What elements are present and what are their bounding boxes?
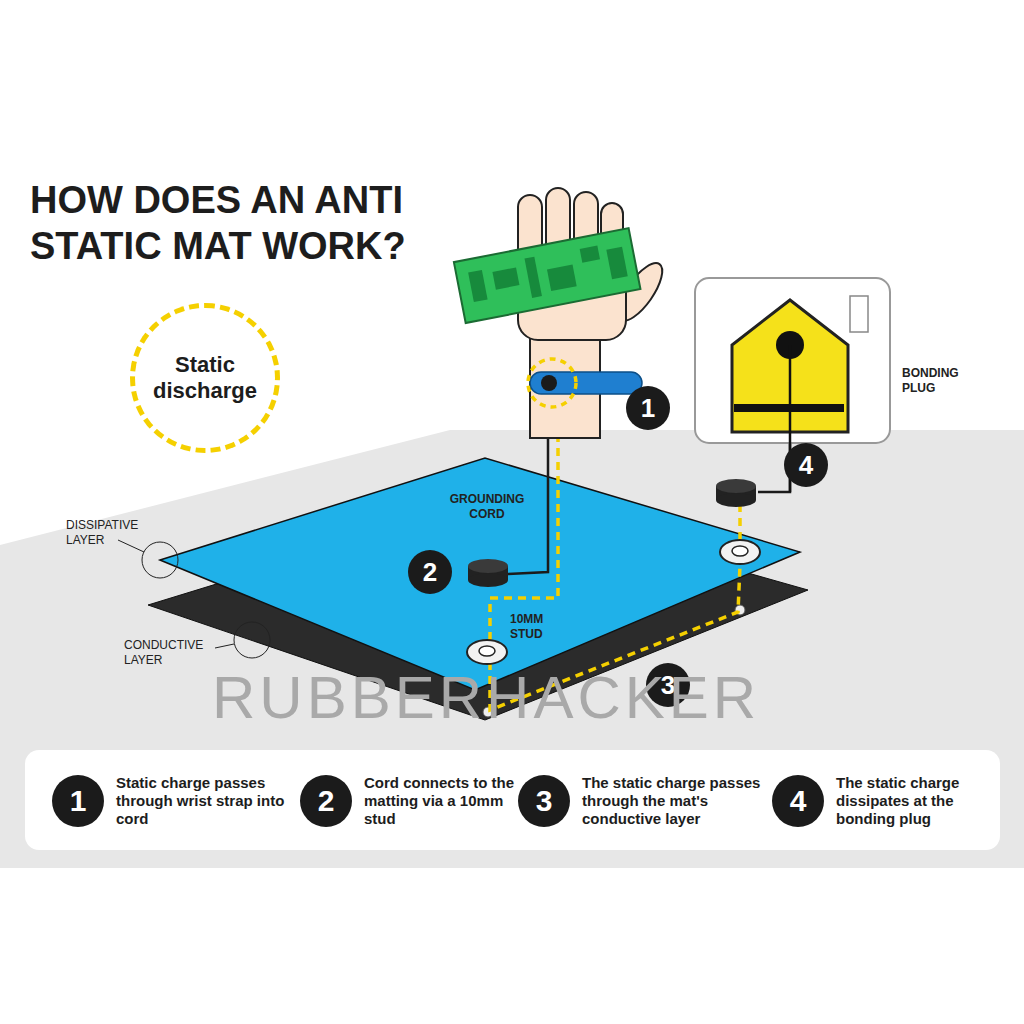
discharge-highlight — [528, 359, 576, 407]
cord-plug — [716, 479, 756, 507]
socket-switch — [850, 296, 868, 332]
step-number: 2 — [300, 775, 352, 827]
step-number: 1 — [52, 775, 104, 827]
step-item: 1Static charge passes through wrist stra… — [52, 774, 286, 828]
part-label: 10MM STUD — [510, 612, 570, 642]
dissipative-layer — [160, 458, 800, 690]
stud — [467, 640, 507, 664]
step-text: Static charge passes through wrist strap… — [116, 774, 286, 828]
cord-plug — [468, 559, 508, 587]
step-item: 2Cord connects to the matting via a 10mm… — [300, 774, 539, 828]
leader-line — [215, 644, 234, 648]
leader-circle — [234, 622, 270, 658]
step-text: Cord connects to the matting via a 10mm … — [364, 774, 539, 828]
strap-stud — [541, 375, 557, 391]
hand — [518, 188, 670, 438]
part-label: GROUNDING CORD — [432, 492, 542, 522]
step-item: 3The static charge passes through the ma… — [518, 774, 787, 828]
wall-socket — [695, 278, 890, 443]
highlight-circle: Static discharge — [130, 303, 280, 453]
callout-number: 4 — [784, 443, 828, 487]
layer-label: DISSIPATIVE LAYER — [66, 518, 136, 548]
leader-line — [118, 540, 144, 552]
step-item: 4The static charge dissipates at the bon… — [772, 774, 1011, 828]
plug-marking — [734, 404, 844, 412]
watermark: RUBBERHACKER — [212, 668, 760, 728]
title: HOW DOES AN ANTI STATIC MAT WORK? — [30, 178, 500, 269]
callout-number: 1 — [626, 386, 670, 430]
stud — [720, 540, 760, 564]
step-number: 3 — [518, 775, 570, 827]
circuit-board — [454, 228, 641, 323]
wrist-strap — [530, 372, 642, 394]
step-text: The static charge passes through the mat… — [582, 774, 787, 828]
leader-circle — [142, 542, 178, 578]
floor — [0, 430, 1024, 868]
step-text: The static charge dissipates at the bond… — [836, 774, 1011, 828]
step-number: 4 — [772, 775, 824, 827]
callout-number: 2 — [408, 550, 452, 594]
highlight-text: Static discharge — [145, 352, 265, 405]
part-label: BONDING PLUG — [902, 366, 982, 396]
charge-path — [738, 505, 742, 540]
layer-label: CONDUCTIVE LAYER — [124, 638, 214, 668]
